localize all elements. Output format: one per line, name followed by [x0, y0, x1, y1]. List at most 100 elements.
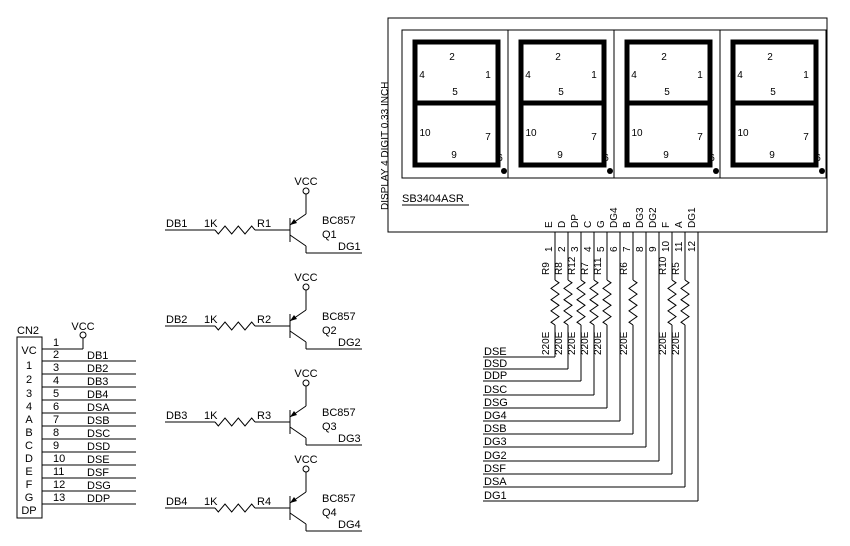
driver-resistor: [214, 503, 256, 513]
seg-label: 9: [557, 150, 563, 161]
seg-label: 9: [663, 150, 669, 161]
connector-inner-label: 4: [26, 401, 32, 413]
seg-label: 2: [767, 52, 773, 63]
driver-output-label: DG2: [338, 337, 361, 349]
vcc-label: VCC: [294, 272, 317, 284]
seg-label: 10: [419, 128, 431, 139]
connector-inner-label: VC: [21, 345, 36, 357]
connector-inner-label: 3: [26, 388, 32, 400]
connector-pin-number: 9: [53, 440, 59, 452]
seg-label: 4: [525, 70, 531, 81]
emitter-arrow: [290, 411, 297, 417]
driver-input-label: DB2: [166, 314, 187, 326]
display-pin-number: 7: [622, 246, 633, 252]
connector-pin-number: 10: [53, 453, 65, 465]
resistor-value: 220E: [567, 331, 578, 355]
seg-label: 10: [631, 128, 643, 139]
vcc-node: [302, 283, 310, 291]
seg-label: 4: [737, 70, 743, 81]
connector-net-label: DSG: [87, 480, 111, 492]
seg-label: 10: [737, 128, 749, 139]
display-pin-name: C: [583, 221, 594, 228]
seg-label: 4: [419, 70, 425, 81]
resistor-zigzag: [589, 279, 599, 326]
net-label-dsg: DSG: [484, 397, 508, 409]
connector-inner-label: DP: [21, 505, 36, 517]
connector-ref: CN2: [17, 325, 39, 337]
display-pin-name: A: [674, 221, 685, 228]
driver-input-label: DB3: [166, 410, 187, 422]
display-pin-number: 4: [583, 246, 594, 252]
resistor-value: 220E: [554, 331, 565, 355]
seg-label: 6: [815, 153, 821, 164]
vcc-label: VCC: [294, 454, 317, 466]
transistor-collector: [289, 330, 307, 343]
decimal-point: [607, 168, 613, 174]
display-pin-number: 12: [687, 240, 698, 252]
vcc-node: [302, 379, 310, 387]
resistor-ref: R5: [671, 262, 682, 275]
display-pin-name: DG1: [687, 207, 698, 228]
vcc-node: [302, 465, 310, 473]
transistor-collector: [289, 426, 307, 439]
seg-label: 1: [485, 70, 491, 81]
driver-output-label: DG4: [338, 519, 361, 531]
net-label-dg4: DG4: [484, 410, 507, 422]
resistor-ref: R10: [658, 256, 669, 275]
seg-label: 9: [769, 150, 775, 161]
driver-resistor-ref: R4: [257, 496, 271, 508]
connector-inner-label: F: [26, 479, 33, 491]
transistor-collector: [289, 512, 307, 525]
seg-label: 5: [664, 87, 670, 98]
display-pin-name: DG4: [609, 207, 620, 228]
driver-resistor-ref: R1: [257, 218, 271, 230]
connector-net-label: DSB: [87, 415, 110, 427]
connector-inner-label: B: [25, 427, 32, 439]
transistor-collector: [289, 234, 307, 247]
connector-inner-label: C: [25, 440, 33, 452]
seg-label: 2: [555, 52, 561, 63]
net-label-dsc: DSC: [484, 384, 507, 396]
display-pin-name: G: [596, 220, 607, 228]
seg-label: 4: [631, 70, 637, 81]
transistor-ref: Q4: [322, 507, 337, 519]
net-label-dg2: DG2: [484, 450, 507, 462]
display-pin-number: 6: [609, 246, 620, 252]
connector-net-label: DSF: [87, 467, 109, 479]
connector-net-label: DSC: [87, 428, 110, 440]
net-label-dg1: DG1: [484, 490, 507, 502]
connector-pin-number: 5: [53, 388, 59, 400]
net-label-dsd: DSD: [484, 358, 507, 370]
connector-inner-label: E: [25, 466, 32, 478]
seg-label: 6: [709, 153, 715, 164]
driver-resistor-value: 1K: [204, 410, 218, 422]
driver-resistor-value: 1K: [204, 496, 218, 508]
driver-resistor-value: 1K: [204, 314, 218, 326]
driver-resistor-ref: R3: [257, 410, 271, 422]
decimal-point: [713, 168, 719, 174]
transistor-ref: Q1: [322, 229, 337, 241]
connector-pin-number: 6: [53, 401, 59, 413]
display-pin-number: 11: [674, 241, 685, 252]
connector-net-label: DB2: [87, 363, 108, 375]
transistor-type: BC857: [322, 493, 356, 505]
resistor-zigzag: [667, 279, 677, 326]
vcc-label: VCC: [294, 368, 317, 380]
driver-output-label: DG3: [338, 433, 361, 445]
display-title: DISPLAY 4 DIGIT 0.33 INCH: [380, 82, 391, 210]
connector-net-label: DSE: [87, 454, 110, 466]
seg-label: 2: [661, 52, 667, 63]
seg-label: 5: [558, 87, 564, 98]
display-pin-name: DG3: [635, 207, 646, 228]
connector-net-label: DB3: [87, 376, 108, 388]
seg-label: 7: [485, 132, 491, 143]
connector-pin-number: 1: [53, 337, 59, 349]
resistor-value: 220E: [671, 331, 682, 355]
resistor-ref: R9: [541, 262, 552, 275]
seg-label: 10: [525, 128, 537, 139]
display-pin-number: 3: [570, 246, 581, 252]
connector-pin-number: 7: [53, 414, 59, 426]
seg-label: 5: [452, 87, 458, 98]
driver-input-label: DB4: [166, 496, 187, 508]
resistor-value: 220E: [593, 331, 604, 355]
